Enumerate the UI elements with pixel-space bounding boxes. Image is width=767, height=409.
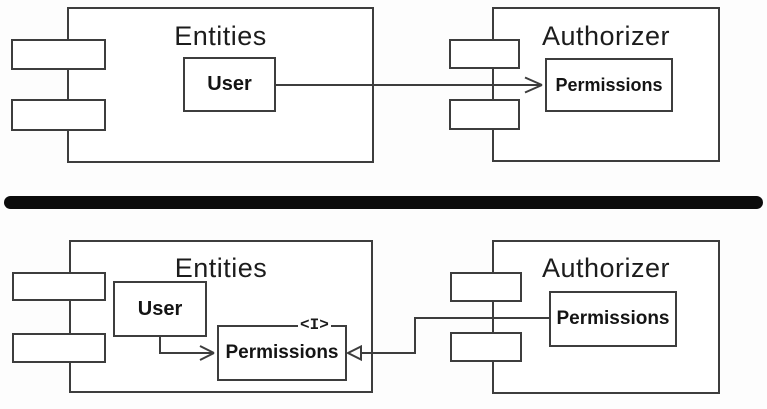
section-divider <box>4 196 763 209</box>
node-user-bottom: User <box>113 281 207 337</box>
port-authorizer-top-2 <box>449 99 520 130</box>
node-permissions-top: Permissions <box>545 58 673 112</box>
node-user-top-label: User <box>207 73 252 95</box>
node-permissions-entities-bottom-label: Permissions <box>225 342 339 363</box>
port-authorizer-bottom-2 <box>450 332 522 362</box>
port-authorizer-bottom-1 <box>450 272 522 302</box>
port-authorizer-top-1 <box>449 39 520 69</box>
node-permissions-top-label: Permissions <box>555 74 663 95</box>
interface-marker-label: <I> <box>298 316 331 334</box>
node-permissions-authorizer-bottom: Permissions <box>549 291 677 347</box>
component-entities-top-title: Entities <box>174 21 267 51</box>
port-entities-bottom-1 <box>12 272 106 301</box>
node-user-top: User <box>183 57 276 112</box>
port-entities-top-2 <box>11 99 106 131</box>
component-authorizer-top-title: Authorizer <box>541 21 671 51</box>
port-entities-top-1 <box>11 39 106 70</box>
node-permissions-authorizer-bottom-label: Permissions <box>556 308 670 329</box>
component-authorizer-bottom-title: Authorizer <box>541 253 671 283</box>
component-entities-bottom-title: Entities <box>174 253 268 283</box>
node-permissions-entities-bottom: Permissions <box>217 325 347 381</box>
node-user-bottom-label: User <box>137 297 183 320</box>
port-entities-bottom-2 <box>12 333 106 363</box>
